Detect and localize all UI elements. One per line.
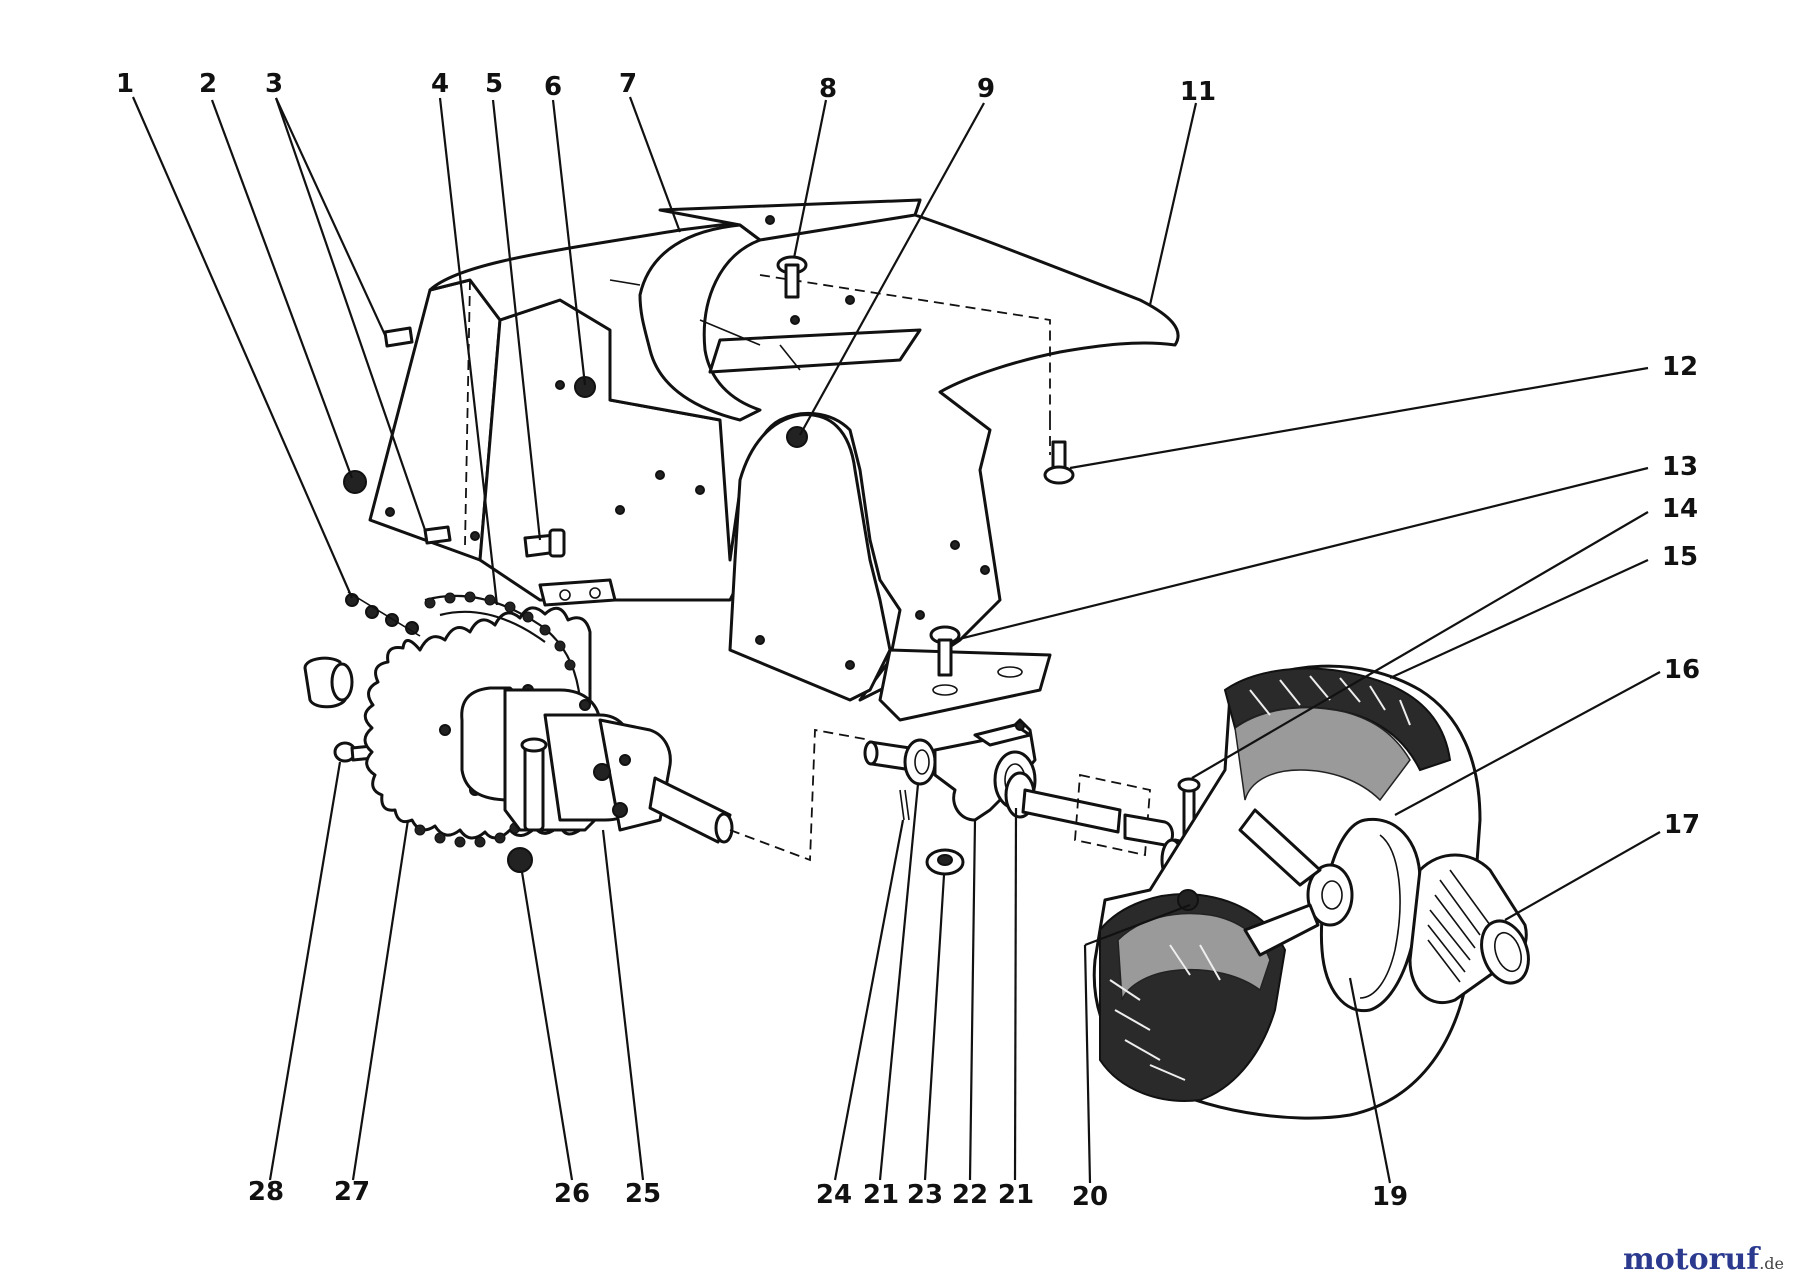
watermark-logo: motoruf.de bbox=[1623, 1242, 1784, 1277]
watermark-tld: .de bbox=[1759, 1254, 1784, 1273]
callout-21-right: 21 bbox=[998, 1180, 1034, 1210]
callout-8: 8 bbox=[819, 74, 837, 104]
callout-11: 11 bbox=[1180, 77, 1216, 107]
callout-17: 17 bbox=[1664, 810, 1700, 840]
callout-25: 25 bbox=[625, 1179, 661, 1209]
callout-12: 12 bbox=[1662, 352, 1698, 382]
master-link bbox=[345, 591, 421, 637]
axle-hub-assembly bbox=[460, 686, 734, 844]
callout-26: 26 bbox=[554, 1179, 590, 1209]
callout-14: 14 bbox=[1662, 494, 1698, 524]
callout-20: 20 bbox=[1072, 1182, 1108, 1212]
callout-24: 24 bbox=[816, 1180, 852, 1210]
callout-3: 3 bbox=[265, 69, 283, 99]
callout-15: 15 bbox=[1662, 542, 1698, 572]
callout-2: 2 bbox=[199, 69, 217, 99]
callout-1: 1 bbox=[116, 69, 134, 99]
callout-23: 23 bbox=[907, 1180, 943, 1210]
callout-6: 6 bbox=[544, 72, 562, 102]
callout-21-left: 21 bbox=[863, 1180, 899, 1210]
callout-5: 5 bbox=[485, 69, 503, 99]
callout-16: 16 bbox=[1664, 655, 1700, 685]
watermark-main: motoruf bbox=[1623, 1242, 1760, 1277]
callout-4: 4 bbox=[431, 69, 449, 99]
wheel-tire bbox=[1092, 664, 1530, 1120]
callout-13: 13 bbox=[1662, 452, 1698, 482]
leader-lines bbox=[131, 96, 1661, 1184]
callout-7: 7 bbox=[619, 69, 637, 99]
callout-28: 28 bbox=[248, 1177, 284, 1207]
fender-housing bbox=[368, 198, 1180, 722]
callout-9: 9 bbox=[977, 74, 995, 104]
callout-labels: 1 2 3 4 5 6 7 8 9 11 12 13 14 15 16 17 1… bbox=[116, 69, 1700, 1212]
callout-22: 22 bbox=[952, 1180, 988, 1210]
callout-27: 27 bbox=[334, 1177, 370, 1207]
callout-19: 19 bbox=[1372, 1182, 1408, 1212]
